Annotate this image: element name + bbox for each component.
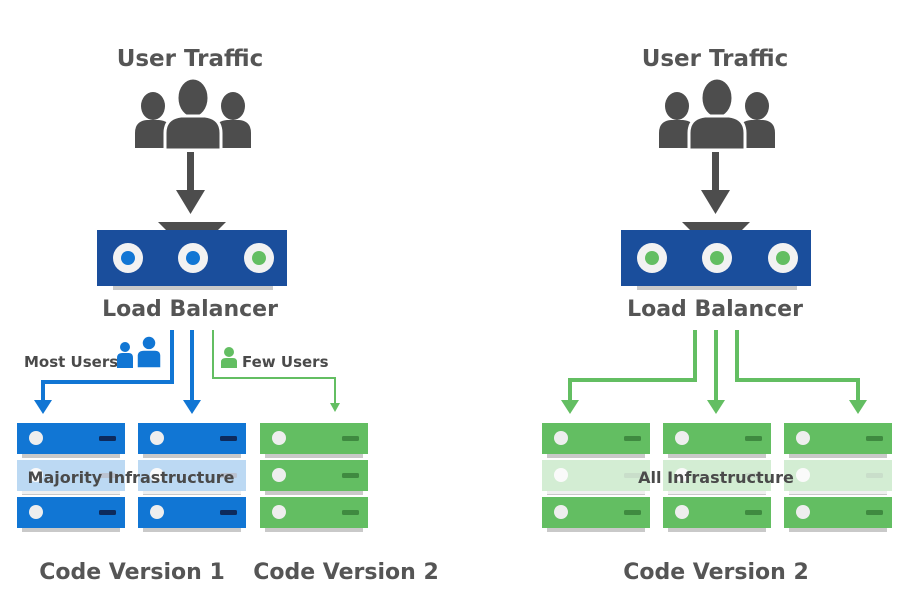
server-unit	[138, 423, 246, 458]
left-routing	[34, 330, 340, 414]
left-load-balancer-label: Load Balancer	[102, 297, 278, 322]
most-users-icon	[117, 335, 162, 369]
right-traffic-arrow	[701, 152, 730, 214]
few-users-icon	[221, 347, 237, 368]
arrow-to-server-2	[183, 400, 201, 414]
arrow-to-right-server-2	[707, 400, 725, 414]
server-unit	[663, 423, 771, 458]
arrow-to-right-server-1	[561, 400, 579, 414]
all-infrastructure-overlay	[540, 458, 892, 494]
left-traffic-arrow	[176, 152, 205, 214]
server-unit	[260, 423, 368, 458]
majority-infrastructure-overlay	[14, 458, 248, 494]
most-users-label: Most Users	[24, 353, 118, 371]
server-unit	[663, 497, 771, 532]
server-unit	[784, 423, 892, 458]
right-load-balancer-label: Load Balancer	[627, 297, 803, 322]
server-unit	[138, 497, 246, 532]
few-users-label: Few Users	[242, 353, 329, 371]
led-indicator	[244, 243, 274, 273]
left-users-icon	[135, 76, 251, 152]
code-version-1-label: Code Version 1	[39, 560, 225, 585]
arrow-to-server-3	[330, 403, 340, 412]
right-load-balancer	[621, 222, 811, 290]
right-users-icon	[659, 76, 775, 152]
led-indicator	[178, 243, 208, 273]
led-indicator	[113, 243, 143, 273]
left-panel: User Traffic Load Balancer	[14, 46, 439, 585]
server-unit	[542, 423, 650, 458]
arrow-to-right-server-3	[849, 400, 867, 414]
left-user-traffic-label: User Traffic	[117, 46, 264, 72]
right-user-traffic-label: User Traffic	[642, 46, 789, 72]
code-version-2-label-right: Code Version 2	[623, 560, 809, 585]
server-stack	[260, 423, 368, 532]
server-unit	[784, 497, 892, 532]
server-unit	[17, 497, 125, 532]
server-unit	[542, 497, 650, 532]
server-unit	[260, 460, 368, 495]
all-infrastructure-label: All Infrastructure	[638, 468, 794, 487]
server-unit	[17, 423, 125, 458]
code-version-2-label-left: Code Version 2	[253, 560, 439, 585]
led-indicator	[637, 243, 667, 273]
majority-infrastructure-label: Majority Infrastructure	[28, 468, 235, 487]
led-indicator	[702, 243, 732, 273]
right-panel: User Traffic Load Balancer	[540, 46, 892, 585]
arrow-to-server-1	[34, 400, 52, 414]
left-load-balancer	[97, 222, 287, 290]
led-indicator	[768, 243, 798, 273]
right-routing	[561, 330, 867, 414]
server-unit	[260, 497, 368, 532]
